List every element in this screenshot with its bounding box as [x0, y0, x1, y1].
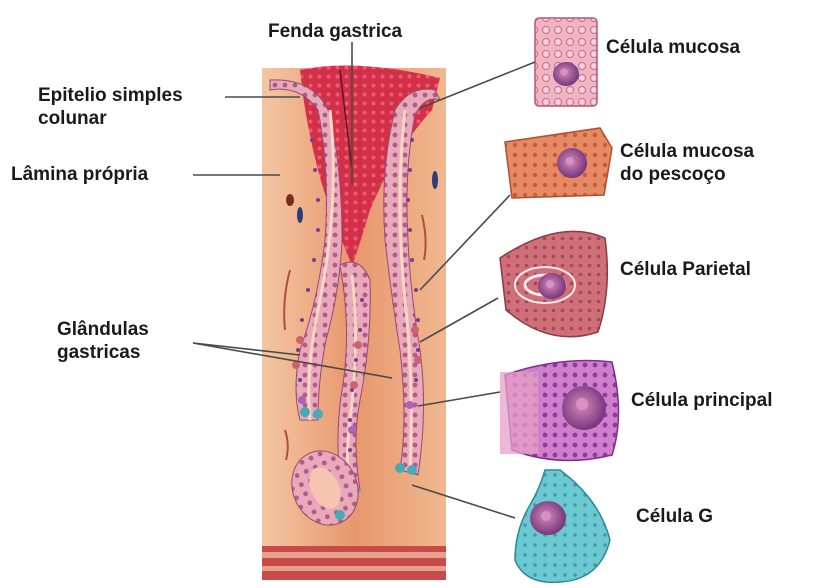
label-celula-principal: Célula principal [631, 389, 772, 412]
parietal-cell-illustration [500, 231, 607, 336]
g-cell-illustration [515, 470, 610, 582]
label-lamina-propria: Lâmina própria [11, 163, 148, 186]
label-celula-mucosa-pescoco: Célula mucosa do pescoço [620, 140, 754, 186]
mucous-cell-illustration [535, 18, 597, 106]
label-glandulas: Glândulas gastricas [57, 318, 149, 364]
label-epitelio: Epitelio simples colunar [38, 84, 183, 130]
mucous-neck-cell-illustration [505, 128, 612, 198]
label-celula-parietal: Célula Parietal [620, 258, 751, 281]
chief-cell-illustration [500, 361, 619, 461]
label-celula-mucosa: Célula mucosa [606, 36, 740, 59]
label-fenda-gastrica: Fenda gastrica [268, 20, 402, 43]
label-celula-g: Célula G [636, 505, 713, 528]
